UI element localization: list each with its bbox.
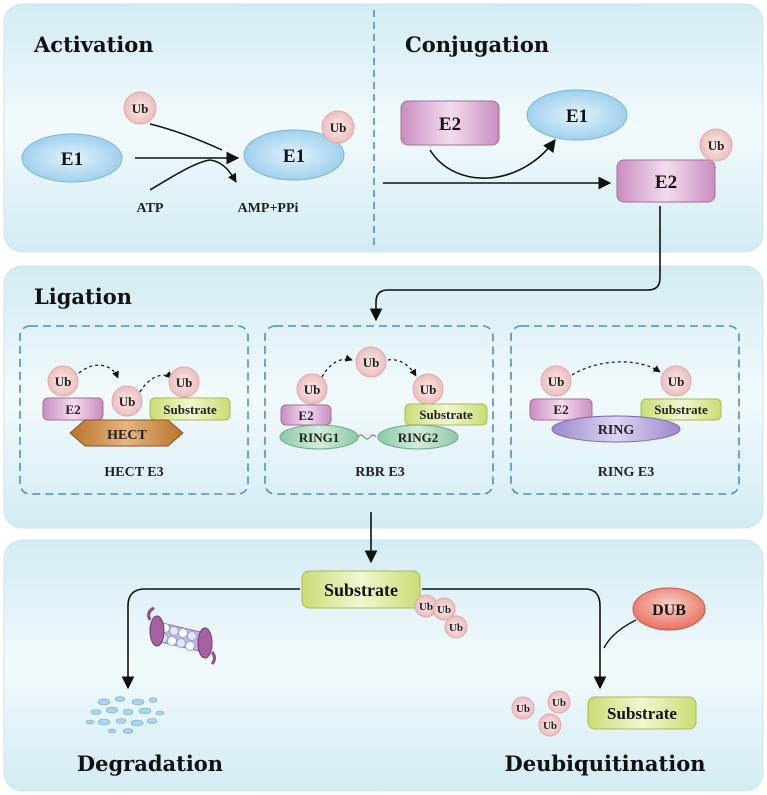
e2-loaded	[616, 159, 716, 203]
released-ub-3-label: Ub	[543, 720, 557, 732]
ligation-title: Ligation	[34, 284, 132, 309]
rbr-e3-box	[264, 325, 494, 495]
dub-enzyme	[632, 587, 706, 631]
hect-ub-substrate-label: Ub	[176, 375, 193, 390]
ring-caption: RING E3	[598, 465, 654, 480]
hect-e3-box	[19, 325, 249, 495]
hect-ub-e2	[47, 365, 79, 397]
ring-ub-substrate	[660, 365, 692, 397]
rbr-ub-mid-label: Ub	[363, 355, 380, 370]
released-ub-1	[511, 696, 535, 720]
hect-caption: HECT E3	[104, 465, 163, 480]
e1-free-label: E1	[61, 149, 83, 170]
e1-loaded	[243, 129, 345, 181]
dub-action-arrow	[603, 619, 637, 649]
atp-label: ATP	[137, 201, 164, 216]
e1-released-label: E1	[566, 106, 588, 127]
deubiquitination-arrow	[422, 588, 607, 690]
e2-loaded-label: E2	[655, 172, 677, 193]
activation-conjugation-panel	[3, 3, 764, 253]
ub-chain-2	[432, 597, 456, 621]
released-ub-3	[538, 713, 562, 737]
degradation-arrow	[121, 588, 300, 690]
e2-to-ligation-arrow	[369, 206, 661, 322]
ub-activation-label: Ub	[132, 101, 149, 116]
ub-chain-3-label: Ub	[449, 622, 463, 634]
e2-free-label: E2	[439, 114, 461, 135]
degradation-label: Degradation	[77, 751, 223, 776]
amp-ppi-label: AMP+PPi	[238, 201, 299, 216]
ligation-panel	[3, 265, 764, 529]
rbr-ub-e2-label: Ub	[304, 382, 321, 397]
deubiquitination-label: Deubiquitination	[505, 751, 706, 776]
hect-e2-label: E2	[65, 402, 80, 417]
ubiquitinated-substrate-label: Substrate	[324, 580, 398, 600]
ub-on-e2-label: Ub	[708, 138, 725, 153]
hect-ub-hect	[111, 385, 143, 417]
rbr-linker	[357, 434, 377, 440]
ub-chain-1-label: Ub	[419, 601, 433, 613]
ubiquitinated-substrate	[301, 570, 421, 609]
peptide-fragments-icon	[85, 696, 165, 734]
hect-transfer-arrow-1	[78, 364, 119, 379]
rbr-transfer-arrow-2	[387, 359, 417, 377]
ring-domain	[551, 415, 681, 443]
ring-ub-e2-label: Ub	[548, 374, 565, 389]
hect-substrate	[149, 397, 231, 421]
rbr-e2-label: E2	[298, 408, 313, 423]
ring-ub-e2	[540, 365, 572, 397]
proteasome-icon	[147, 606, 216, 665]
rbr-ub-e2	[296, 373, 328, 405]
free-substrate-label: Substrate	[607, 704, 677, 723]
fate-panel	[3, 539, 764, 792]
ub-activation	[123, 91, 157, 125]
rbr-ring2-label: RING2	[398, 430, 438, 445]
ring-ub-substrate-label: Ub	[668, 374, 685, 389]
activation-title: Activation	[33, 32, 154, 57]
rbr-ring1-label: RING1	[299, 430, 339, 445]
hect-ub-e2-label: Ub	[55, 374, 72, 389]
ub-input-arrow	[149, 123, 223, 151]
atp-curve	[149, 159, 237, 191]
hect-domain-label: HECT	[107, 428, 147, 443]
rbr-ub-substrate-label: Ub	[420, 382, 437, 397]
rbr-e2	[280, 404, 332, 426]
free-substrate	[587, 696, 697, 730]
rbr-ub-mid	[355, 346, 387, 378]
rbr-substrate	[404, 403, 488, 426]
ring-domain-label: RING	[598, 423, 635, 438]
e1-free	[21, 133, 123, 183]
e1-loaded-label: E1	[283, 146, 305, 167]
dub-enzyme-label: DUB	[652, 602, 686, 619]
ub-on-e2	[699, 128, 733, 162]
ring-e2	[529, 398, 593, 421]
ub-chain-2-label: Ub	[437, 604, 451, 616]
e2-free	[400, 100, 500, 146]
ring-substrate-label: Substrate	[654, 402, 708, 417]
released-ub-2-label: Ub	[552, 697, 566, 709]
rbr-ring2	[377, 424, 459, 450]
hect-ub-substrate	[168, 366, 200, 398]
hect-domain	[69, 419, 184, 447]
hect-e2	[42, 397, 104, 421]
ub-chain-3	[444, 615, 468, 639]
rbr-substrate-label: Substrate	[419, 407, 473, 422]
e1-release-arrow	[429, 138, 556, 179]
released-ub-1-label: Ub	[516, 703, 530, 715]
conjugation-title: Conjugation	[405, 32, 549, 57]
ring-substrate	[640, 398, 722, 421]
ring-e3-box	[510, 325, 740, 495]
hect-ub-hect-label: Ub	[119, 394, 136, 409]
ring-transfer-arrow	[571, 361, 661, 376]
rbr-caption: RBR E3	[355, 465, 404, 480]
ring-e2-label: E2	[553, 402, 568, 417]
e1-released	[526, 89, 628, 141]
ub-on-e1-label: Ub	[330, 120, 347, 135]
ub-on-e1	[321, 110, 355, 144]
hect-substrate-label: Substrate	[163, 402, 217, 417]
released-ub-2	[547, 690, 571, 714]
